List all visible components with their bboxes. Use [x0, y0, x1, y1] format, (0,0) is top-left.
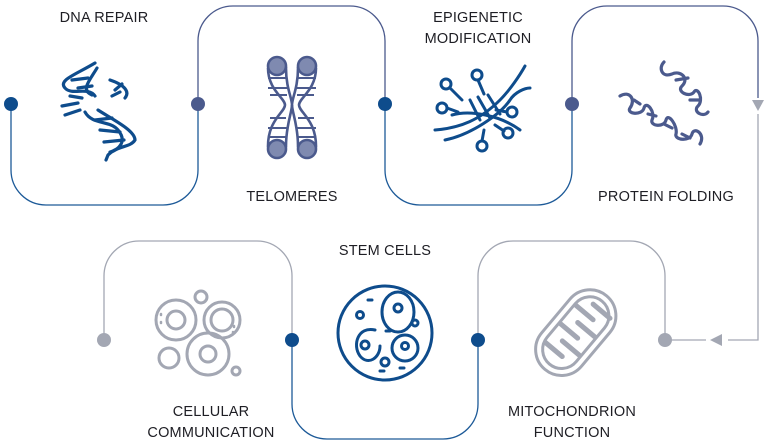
- connector-mitochondrion: [477, 240, 666, 340]
- node-dot: [565, 97, 579, 111]
- node-dot: [471, 333, 485, 347]
- connector-return: [728, 114, 759, 341]
- dna-methylation-icon: [433, 64, 532, 153]
- step-label-stem-cells: STEM CELLS: [339, 241, 431, 262]
- node-dot: [378, 97, 392, 111]
- node-dot: [191, 97, 205, 111]
- label-line: DNA REPAIR: [59, 10, 149, 26]
- node-dot: [4, 97, 18, 111]
- stem-cells-icon: [336, 284, 434, 382]
- arrow-left-icon: [710, 334, 722, 346]
- label-line: PROTEIN FOLDING: [598, 189, 734, 205]
- dna-broken-icon: [60, 61, 137, 162]
- label-line: STEM CELLS: [338, 243, 432, 259]
- chromosome-icon: [266, 55, 318, 160]
- step-label-dna-repair: DNA REPAIR: [60, 8, 149, 29]
- node-dot: [658, 333, 672, 347]
- label-line: TELOMERES: [246, 189, 338, 205]
- label-line: EPIGENETIC: [433, 10, 523, 26]
- label-line: FUNCTION: [533, 425, 611, 441]
- cells-icon: [154, 289, 242, 377]
- step-label-cellular: CELLULAR COMMUNICATION: [147, 402, 274, 444]
- node-dot: [97, 333, 111, 347]
- step-label-protein-folding: PROTEIN FOLDING: [598, 187, 734, 208]
- label-line: CELLULAR: [172, 404, 250, 420]
- step-label-epigenetic: EPIGENETIC MODIFICATION: [425, 8, 532, 50]
- arrow-down-icon: [752, 100, 764, 111]
- mitochondrion-icon: [534, 288, 618, 377]
- connector-stem-cells: [291, 340, 479, 440]
- step-label-mitochondrion: MITOCHONDRION FUNCTION: [508, 402, 636, 444]
- label-line: MODIFICATION: [424, 31, 532, 47]
- protein-helix-icon: [618, 60, 710, 146]
- connector-cellular: [103, 240, 293, 340]
- connector-epigenetic: [384, 104, 573, 206]
- connector-dna-repair: [10, 104, 199, 206]
- label-line: MITOCHONDRION: [508, 404, 636, 420]
- node-dot: [285, 333, 299, 347]
- connector-protein: [571, 5, 759, 104]
- label-line: COMMUNICATION: [147, 425, 275, 441]
- connector-telomeres: [197, 5, 386, 104]
- step-label-telomeres: TELOMERES: [246, 187, 337, 208]
